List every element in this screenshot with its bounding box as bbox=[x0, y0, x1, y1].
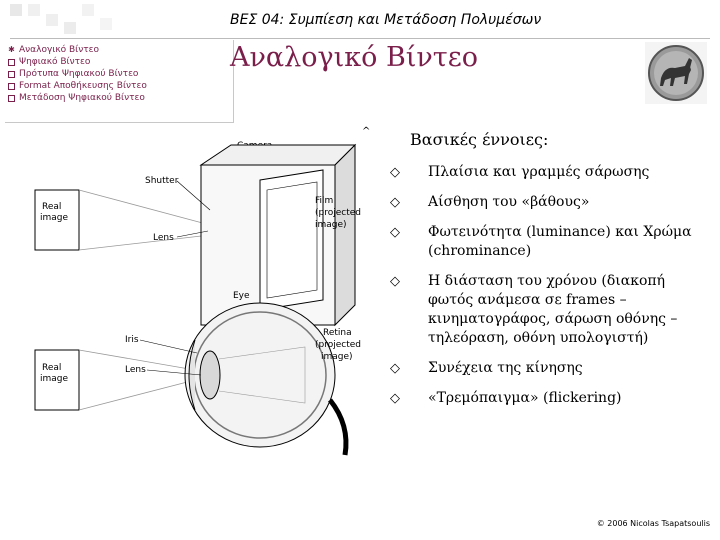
eye-real-image-label-2: image bbox=[40, 374, 68, 384]
decorative-squares bbox=[0, 0, 150, 45]
nav-item-digital-video-transmission[interactable]: Μετάδοση Ψηφιακού Βίντεο bbox=[8, 92, 218, 104]
nav-item-label: Format Αποθήκευσης Βίντεο bbox=[19, 81, 147, 91]
eye-lens-label: Lens bbox=[125, 365, 146, 375]
slide-title: Αναλογικό Βίντεο bbox=[230, 42, 478, 73]
camera-lens-label: Lens bbox=[153, 233, 174, 243]
camera-film-label-2: (projected bbox=[315, 208, 361, 218]
nav-item-digital-video-standards[interactable]: Πρότυπα Ψηφιακού Βίντεο bbox=[8, 68, 218, 80]
eye-retina-label-3: image) bbox=[321, 352, 353, 362]
eye-real-image-label-1: Real bbox=[42, 363, 61, 373]
nav-item-label: Μετάδοση Ψηφιακού Βίντεο bbox=[19, 93, 145, 103]
checkbox-icon bbox=[8, 70, 15, 78]
bullet-text: Η διάσταση του χρόνου (διακοπή φωτός ανά… bbox=[428, 273, 678, 346]
copyright-footer: © 2006 Nicolas Tsapatsoulis bbox=[596, 519, 710, 528]
presentation-header-title: ΒΕΣ 04: Συμπίεση και Μετάδοση Πολυμέσων bbox=[230, 12, 542, 28]
checkbox-icon bbox=[8, 58, 15, 66]
diamond-icon: ◇ bbox=[390, 361, 400, 376]
diamond-icon: ◇ bbox=[390, 391, 400, 406]
content-heading-text: Βασικές έννοιες: bbox=[410, 130, 549, 149]
bullet-item: ◇ «Τρεμόπαιγμα» (flickering) bbox=[380, 389, 698, 408]
nav-item-label: Πρότυπα Ψηφιακού Βίντεο bbox=[19, 69, 139, 79]
checkbox-icon bbox=[8, 82, 15, 90]
bullet-item: ◇ Φωτεινότητα (luminance) και Χρώμα (chr… bbox=[380, 223, 698, 261]
camera-film-label-3: image) bbox=[315, 220, 347, 230]
camera-shutter-label: Shutter bbox=[145, 176, 179, 186]
bullet-item: ◇ Πλαίσια και γραμμές σάρωσης bbox=[380, 163, 698, 182]
nav-item-label: Αναλογικό Βίντεο bbox=[19, 45, 100, 55]
camera-eye-diagram: Camera Real image Shutter Lens Film (pro… bbox=[34, 141, 361, 456]
camera-real-image-label-2: image bbox=[40, 213, 68, 223]
eye-iris-label: Iris bbox=[125, 335, 139, 345]
eye-label: Eye bbox=[233, 291, 250, 301]
eye-retina-label-2: (projected bbox=[315, 340, 361, 350]
diamond-icon: ◇ bbox=[390, 195, 400, 210]
header-divider bbox=[10, 38, 710, 39]
eye-diagram: Eye Real image Iris Lens Retina (project… bbox=[34, 291, 361, 456]
content-area: ^ Βασικές έννοιες: ◇ Πλαίσια και γραμμές… bbox=[362, 126, 710, 419]
diamond-icon: ◇ bbox=[390, 165, 400, 180]
camera-film-label-1: Film bbox=[315, 196, 333, 206]
bullet-text: Συνέχεια της κίνησης bbox=[428, 360, 583, 376]
diamond-icon: ◇ bbox=[390, 274, 400, 289]
eye-retina-label-1: Retina bbox=[323, 328, 352, 338]
bullet-text: Φωτεινότητα (luminance) και Χρώμα (chrom… bbox=[428, 224, 692, 259]
nav-item-label: Ψηφιακό Βίντεο bbox=[19, 57, 91, 67]
bullet-item: ◇ Η διάσταση του χρόνου (διακοπή φωτός α… bbox=[380, 272, 698, 348]
nav-item-video-storage-formats[interactable]: Format Αποθήκευσης Βίντεο bbox=[8, 80, 218, 92]
checkbox-icon bbox=[8, 94, 15, 102]
bullet-text: «Τρεμόπαιγμα» (flickering) bbox=[428, 390, 622, 406]
bullet-text: Πλαίσια και γραμμές σάρωσης bbox=[428, 164, 650, 180]
diamond-icon: ◇ bbox=[390, 225, 400, 240]
bullet-item: ◇ Αίσθηση του «βάθους» bbox=[380, 193, 698, 212]
bullet-item: ◇ Συνέχεια της κίνησης bbox=[380, 359, 698, 378]
star-icon: ✱ bbox=[8, 45, 15, 54]
bullet-text: Αίσθηση του «βάθους» bbox=[428, 194, 590, 210]
content-heading: ^ Βασικές έννοιες: bbox=[362, 126, 710, 149]
camera-real-image-label-1: Real bbox=[42, 202, 61, 212]
nav-item-digital-video[interactable]: Ψηφιακό Βίντεο bbox=[8, 56, 218, 68]
nav-item-analog-video[interactable]: ✱ Αναλογικό Βίντεο bbox=[8, 44, 218, 56]
caret-icon: ^ bbox=[362, 126, 371, 137]
nav-frame bbox=[5, 40, 234, 123]
coin-logo bbox=[645, 42, 707, 104]
camera-diagram: Camera Real image Shutter Lens Film (pro… bbox=[34, 141, 361, 327]
section-nav: ✱ Αναλογικό Βίντεο Ψηφιακό Βίντεο Πρότυπ… bbox=[8, 44, 218, 104]
